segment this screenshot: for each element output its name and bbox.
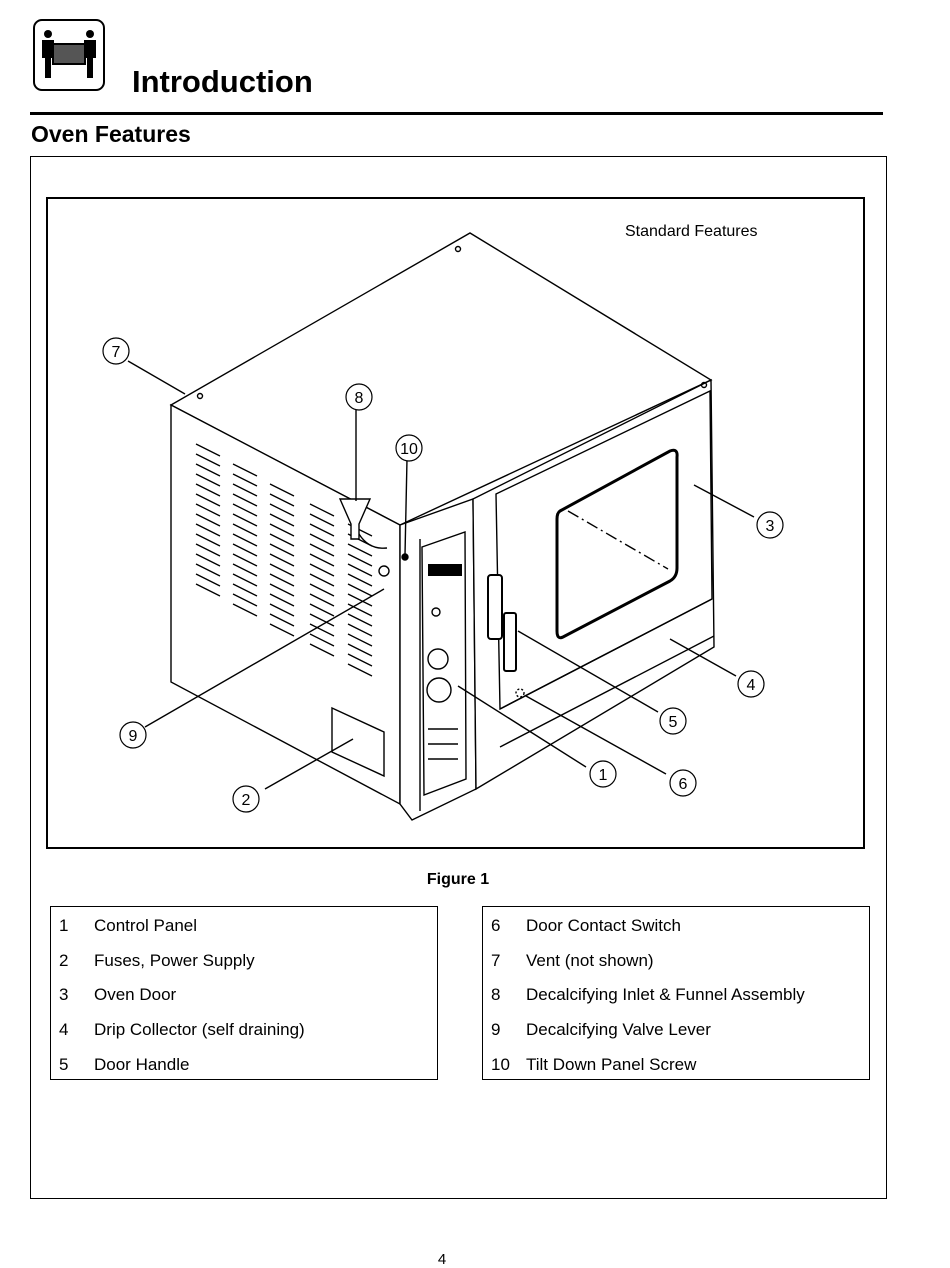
legend-text: Door Contact Switch [526, 916, 681, 935]
legend-text: Drip Collector (self draining) [94, 1020, 305, 1039]
section-title: Oven Features [31, 121, 191, 147]
legend-text: Fuses, Power Supply [94, 951, 255, 970]
callout-2: 2 [242, 792, 251, 809]
callout-10: 10 [400, 441, 418, 458]
callout-leaders [127, 360, 755, 790]
legend-number: 8 [491, 985, 501, 1004]
callout-7: 7 [112, 344, 121, 361]
page-title: Introduction [132, 64, 313, 99]
page-number: 4 [437, 1251, 447, 1268]
legend-number: 5 [59, 1055, 69, 1074]
legend-number: 1 [59, 916, 69, 935]
figure-label: Standard Features [625, 223, 758, 240]
oven-figure: 7 8 10 3 4 5 9 2 1 6 [46, 197, 865, 849]
legend-text: Door Handle [94, 1055, 190, 1074]
callout-3: 3 [766, 518, 775, 535]
figure-caption: Figure 1 [426, 871, 490, 888]
legend-number: 6 [491, 916, 501, 935]
header-divider [30, 112, 883, 115]
legend-number: 3 [59, 985, 69, 1004]
legend-text: Decalcifying Inlet & Funnel Assembly [526, 985, 805, 1004]
callout-6: 6 [679, 776, 688, 793]
legend-text: Oven Door [94, 985, 177, 1004]
legend-number: 9 [491, 1020, 501, 1039]
legend-text: Decalcifying Valve Lever [526, 1020, 711, 1039]
callout-9: 9 [129, 728, 138, 745]
legend-table-right: 6 Door Contact Switch 7 Vent (not shown)… [482, 906, 870, 1080]
callout-5: 5 [669, 714, 678, 731]
legend-number: 4 [59, 1020, 69, 1039]
legend-number: 7 [491, 951, 501, 970]
callout-1: 1 [599, 767, 608, 784]
legend-text: Control Panel [94, 916, 198, 935]
content-frame [30, 156, 887, 1199]
legend-table-left: 1 Control Panel 2 Fuses, Power Supply 3 … [50, 906, 438, 1080]
legend-number: 2 [59, 951, 69, 970]
legend-text: Vent (not shown) [526, 951, 654, 970]
legend-number: 10 [491, 1055, 510, 1074]
two-people-carrying-panel-icon [33, 19, 105, 91]
callout-4: 4 [747, 677, 756, 694]
callout-8: 8 [355, 390, 364, 407]
oven-drawing [169, 232, 715, 821]
legend-text: Tilt Down Panel Screw [526, 1055, 697, 1074]
